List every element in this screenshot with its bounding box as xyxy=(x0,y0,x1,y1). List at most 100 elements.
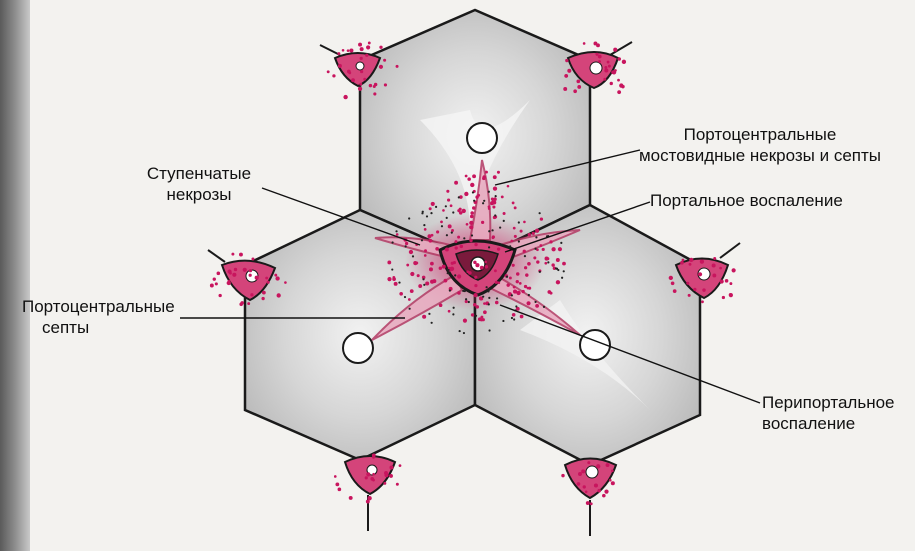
inflammation-dot xyxy=(526,301,530,305)
inflammation-dot xyxy=(562,262,566,266)
inflammation-dot xyxy=(524,266,527,269)
inflammation-dot xyxy=(474,243,477,246)
inflammation-dot xyxy=(399,464,402,467)
inflammation-dot xyxy=(409,250,413,254)
inflammation-dot xyxy=(469,221,473,225)
inflammation-dot xyxy=(348,71,351,74)
inflammation-dot xyxy=(712,274,716,278)
inflammation-dot xyxy=(365,54,368,57)
necrosis-dot xyxy=(557,269,559,271)
inflammation-dot xyxy=(442,265,446,269)
necrosis-dot xyxy=(486,286,488,288)
inflammation-dot xyxy=(454,181,458,185)
inflammation-dot xyxy=(474,276,477,279)
inflammation-dot xyxy=(358,87,362,91)
inflammation-dot xyxy=(595,53,598,56)
necrosis-dot xyxy=(412,255,414,257)
inflammation-dot xyxy=(359,83,362,86)
necrosis-dot xyxy=(539,212,541,214)
inflammation-dot xyxy=(598,60,601,63)
necrosis-dot xyxy=(515,305,517,307)
inflammation-dot xyxy=(671,281,675,285)
necrosis-dot xyxy=(502,320,504,322)
inflammation-dot xyxy=(613,48,617,52)
inflammation-dot xyxy=(450,204,453,207)
inflammation-dot xyxy=(422,315,426,319)
necrosis-dot xyxy=(528,294,530,296)
necrosis-dot xyxy=(464,290,466,292)
necrosis-dot xyxy=(421,212,423,214)
inflammation-dot xyxy=(482,318,485,321)
inflammation-dot xyxy=(365,476,368,479)
label-periportal-inflammation: Перипортальное воспаление xyxy=(762,392,895,434)
inflammation-dot xyxy=(360,70,363,73)
inflammation-dot xyxy=(338,487,342,491)
inflammation-dot xyxy=(594,483,598,487)
inflammation-dot xyxy=(474,284,477,287)
necrosis-dot xyxy=(534,248,536,250)
inflammation-dot xyxy=(493,175,497,179)
necrosis-dot xyxy=(463,237,465,239)
inflammation-dot xyxy=(406,264,409,267)
inflammation-dot xyxy=(700,259,704,263)
necrosis-dot xyxy=(422,278,424,280)
inflammation-dot xyxy=(358,43,362,47)
inflammation-dot xyxy=(473,303,477,307)
inflammation-dot xyxy=(351,78,355,82)
inflammation-dot xyxy=(583,42,586,45)
inflammation-dot xyxy=(372,453,376,457)
inflammation-dot xyxy=(372,479,375,482)
inflammation-dot xyxy=(507,185,510,188)
inflammation-dot xyxy=(673,289,677,293)
inflammation-dot xyxy=(327,70,330,73)
inflammation-dot xyxy=(621,85,624,88)
inflammation-dot xyxy=(527,262,531,266)
inflammation-dot xyxy=(243,268,247,272)
portal-tract-bottom-left xyxy=(345,456,395,531)
inflammation-dot xyxy=(373,85,376,88)
inflammation-dot xyxy=(567,69,571,73)
necrosis-dot xyxy=(494,214,496,216)
inflammation-dot xyxy=(604,68,608,72)
necrosis-dot xyxy=(451,232,453,234)
inflammation-dot xyxy=(451,229,454,232)
inflammation-dot xyxy=(228,280,231,283)
inflammation-dot xyxy=(729,293,733,297)
inflammation-dot xyxy=(239,253,243,257)
inflammation-dot xyxy=(431,202,435,206)
inflammation-dot xyxy=(564,74,568,78)
inflammation-dot xyxy=(389,474,393,478)
necrosis-dot xyxy=(495,195,497,197)
necrosis-dot xyxy=(409,308,411,310)
inflammation-dot xyxy=(439,303,443,307)
necrosis-dot xyxy=(506,276,508,278)
inflammation-dot xyxy=(446,190,449,193)
inflammation-dot xyxy=(410,272,414,276)
necrosis-dot xyxy=(518,221,520,223)
necrosis-dot xyxy=(398,281,400,283)
inflammation-dot xyxy=(465,175,468,178)
inflammation-dot xyxy=(523,250,526,253)
inflammation-dot xyxy=(698,272,702,276)
inflammation-dot xyxy=(457,274,461,278)
inflammation-dot xyxy=(713,257,716,260)
inflammation-dot xyxy=(494,269,497,272)
inflammation-dot xyxy=(512,264,515,267)
necrosis-dot xyxy=(408,217,410,219)
inflammation-dot xyxy=(516,272,519,275)
inflammation-dot xyxy=(609,479,612,482)
inflammation-dot xyxy=(463,319,467,323)
inflammation-dot xyxy=(470,183,474,187)
inflammation-dot xyxy=(431,234,434,237)
inflammation-dot xyxy=(491,198,494,201)
inflammation-dot xyxy=(335,482,339,486)
inflammation-dot xyxy=(523,221,526,224)
inflammation-dot xyxy=(379,46,382,49)
inflammation-dot xyxy=(249,274,252,277)
inflammation-dot xyxy=(590,502,593,505)
necrosis-dot xyxy=(459,330,461,332)
inflammation-dot xyxy=(561,474,564,477)
inflammation-dot xyxy=(498,281,501,284)
necrosis-dot xyxy=(482,296,484,298)
